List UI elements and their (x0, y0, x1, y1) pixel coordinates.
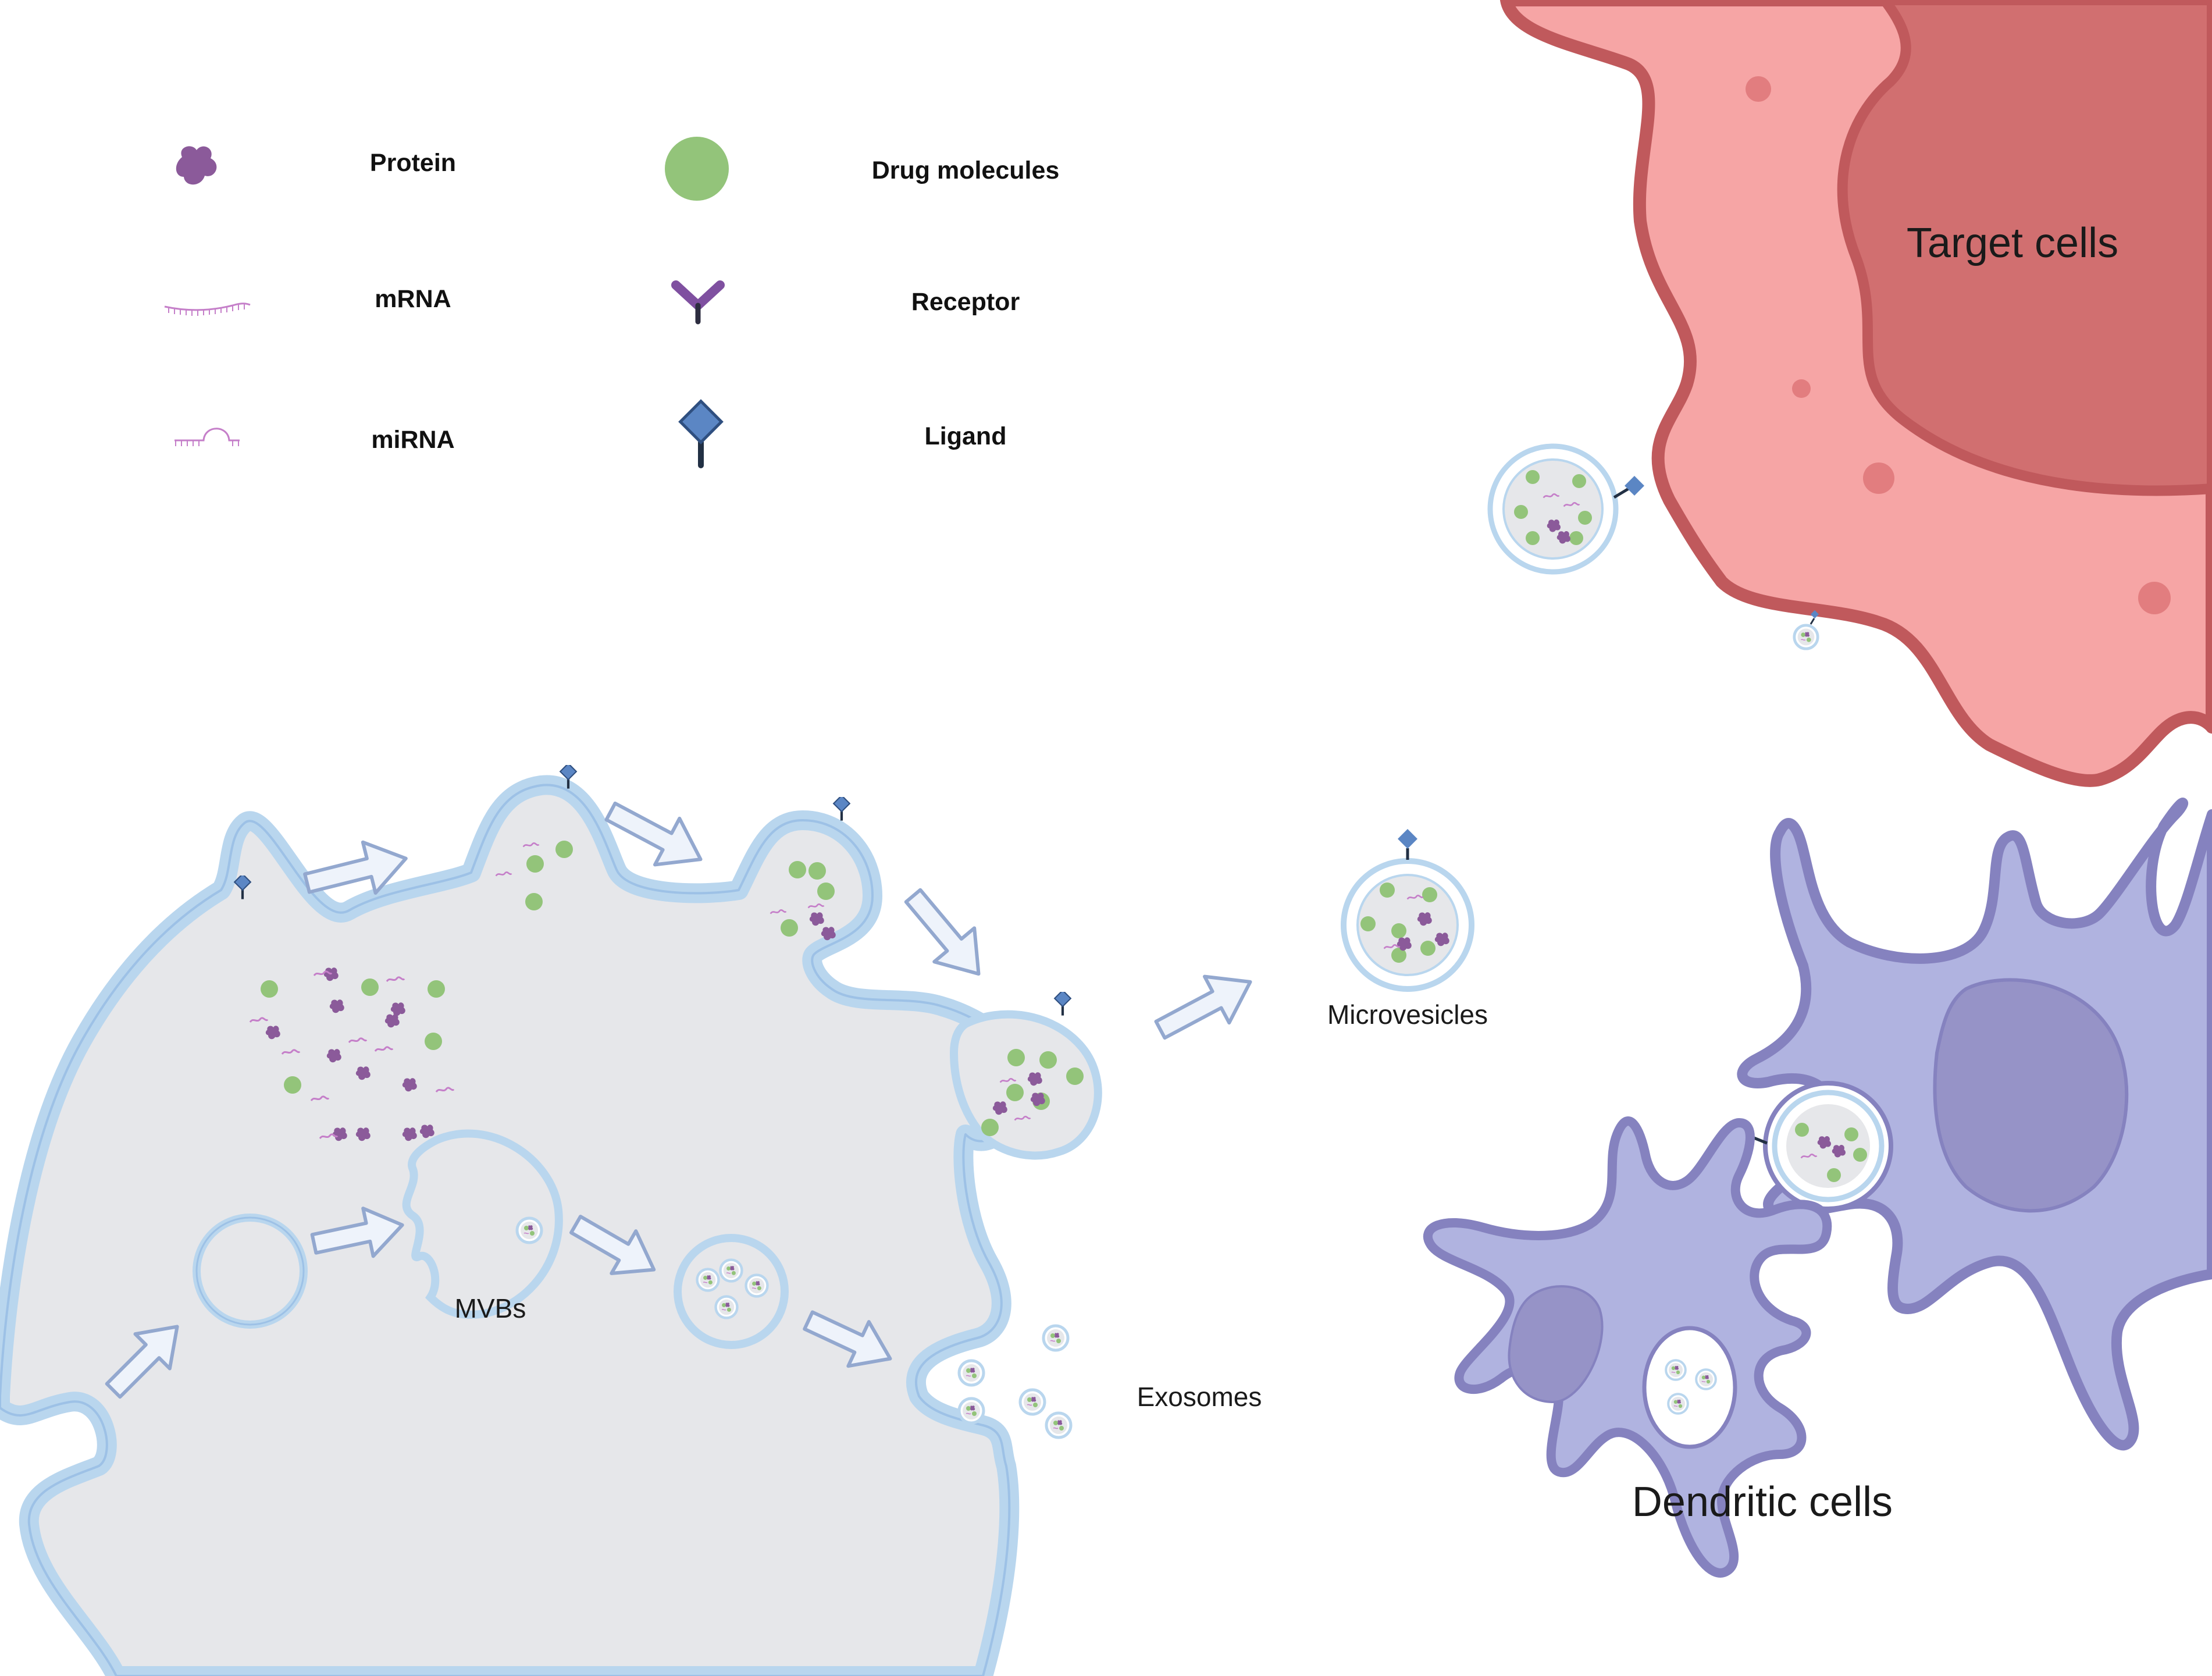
legend-ligand-label: Ligand (925, 422, 1007, 450)
arrow-icon (310, 1207, 404, 1258)
microvesicle-docked-target (1487, 443, 1644, 575)
protein-icon (176, 146, 217, 185)
budding-microvesicle-2-cargo (770, 861, 836, 941)
legend-receptor-label: Receptor (911, 288, 1020, 316)
dendritic-cell-large (1732, 798, 2212, 1451)
target-organelle (2138, 582, 2171, 614)
process-arrows (105, 801, 1252, 1399)
dendritic-nucleus (1508, 1285, 1604, 1404)
target-cell: Target cells (1500, 0, 2212, 787)
arrow-icon (569, 1215, 656, 1275)
legend-drug-label: Drug molecules (872, 156, 1060, 184)
microvesicle-engulfed (1732, 1081, 1893, 1211)
legend: Protein Drug molecules mRNA Receptor miR… (164, 137, 1060, 468)
donor-cell: MVBs (0, 763, 1102, 1676)
arrow-icon (1154, 974, 1252, 1040)
mvb-mature (674, 1234, 789, 1349)
endosome-with-exosomes (1642, 1326, 1737, 1449)
microvesicle-free (1341, 829, 1474, 992)
arrow-icon (604, 801, 703, 867)
receptor-icon (671, 280, 725, 325)
target-organelle (1746, 76, 1771, 102)
dendritic-cell-small (1423, 1116, 1832, 1578)
arrow-icon (803, 1310, 892, 1368)
arrow-icon (303, 840, 408, 895)
dendritic-cells-label: Dendritic cells (1632, 1479, 1893, 1525)
mvbs-label: MVBs (455, 1293, 526, 1323)
budding-microvesicle-3 (949, 1010, 1102, 1160)
mirna-icon (174, 428, 240, 446)
drug-molecule-icon (665, 137, 729, 201)
arrow-icon (105, 1325, 179, 1399)
legend-protein-label: Protein (370, 149, 456, 177)
exosome-docked-target (1794, 610, 1819, 649)
legend-mirna-label: miRNA (371, 426, 454, 454)
arrow-icon (904, 888, 981, 976)
legend-mrna-label: mRNA (375, 285, 451, 313)
microvesicles-label: Microvesicles (1327, 999, 1488, 1030)
target-organelle (1792, 379, 1811, 398)
dendritic-nucleus (1933, 978, 2129, 1213)
mrna-icon (164, 303, 251, 316)
target-cell-nucleus (1837, 0, 2212, 496)
target-cells-label: Target cells (1907, 220, 2118, 266)
mvb-forming (402, 1129, 563, 1319)
target-organelle (1863, 462, 1894, 494)
ligand-icon (678, 399, 724, 468)
exosomes-label: Exosomes (1137, 1382, 1262, 1412)
cytoplasm-cargo (249, 967, 455, 1141)
budding-microvesicle-1-cargo (495, 841, 573, 910)
